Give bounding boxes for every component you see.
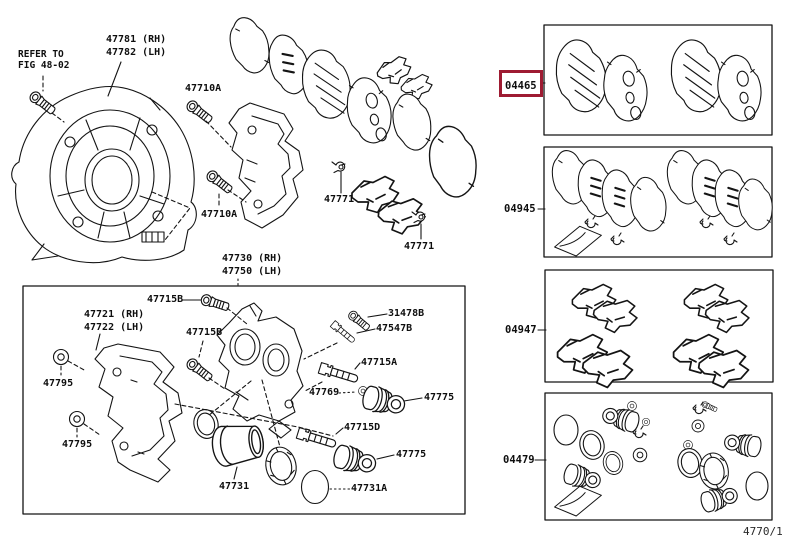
- refer-note-line2[interactable]: FIG 48-02: [18, 60, 70, 71]
- washer-47795-upper-drawing: [52, 348, 70, 366]
- part-label-47730-rh[interactable]: 47730 (RH): [222, 253, 283, 264]
- part-label-47722-lh[interactable]: 47722 (LH): [84, 322, 145, 333]
- kit-04947-contents-drawing: [556, 283, 753, 392]
- dashed-alignment-lines: [42, 75, 338, 448]
- refer-note-line1[interactable]: REFER TO: [18, 49, 64, 60]
- cylinder-boot-drawing: [261, 443, 301, 489]
- part-label-47771-left[interactable]: 47771: [324, 194, 355, 205]
- part-label-47775-upper[interactable]: 47775: [424, 392, 455, 403]
- pin-47547b-drawing: [329, 320, 357, 345]
- selected-kit-highlight-box[interactable]: 04465: [499, 70, 543, 97]
- caliper-assembly-box: [22, 285, 466, 515]
- boot-47775-lower-drawing: [330, 442, 379, 479]
- bolt-47710a-upper-drawing: [184, 98, 215, 126]
- page-figure-code: 4770/1: [743, 525, 783, 538]
- kit-box-04479: [544, 392, 773, 521]
- part-label-47547b[interactable]: 47547B: [376, 323, 413, 334]
- kit-box-04465: [543, 24, 773, 136]
- slide-pin-47715d-drawing: [295, 427, 338, 451]
- part-label-47731a[interactable]: 47731A: [351, 483, 388, 494]
- part-label-47781-rh[interactable]: 47781 (RH): [106, 34, 167, 45]
- part-label-47731[interactable]: 47731: [219, 481, 250, 492]
- part-label-47721-rh[interactable]: 47721 (RH): [84, 309, 145, 320]
- part-label-47775-lower[interactable]: 47775: [396, 449, 427, 460]
- bolt-47715b-1-drawing: [199, 292, 231, 314]
- part-label-47795-upper[interactable]: 47795: [43, 378, 74, 389]
- caliper-housing-drawing: [216, 302, 304, 439]
- part-label-47715b-1[interactable]: 47715B: [147, 294, 184, 305]
- bushing-31478b-drawing: [346, 308, 372, 333]
- part-label-47715a[interactable]: 47715A: [361, 357, 398, 368]
- part-label-47795-lower[interactable]: 47795: [62, 439, 93, 450]
- kit-box-04947: [544, 269, 774, 383]
- part-label-47750-lh[interactable]: 47750 (LH): [222, 266, 283, 277]
- part-label-47710a-lower[interactable]: 47710A: [201, 209, 238, 220]
- part-label-47769[interactable]: 47769: [309, 387, 340, 398]
- torque-plate-drawing: [94, 343, 183, 483]
- kit-label-04947[interactable]: 04947: [505, 324, 537, 336]
- kit-04465-contents-drawing: [548, 34, 767, 125]
- refer-bolt-drawing: [27, 89, 58, 117]
- kit-label-04465[interactable]: 04465: [505, 80, 537, 92]
- dust-shield-drawing: [11, 85, 197, 264]
- caliper-mounting-bracket-drawing: [228, 102, 304, 229]
- cap-47731a-drawing: [300, 469, 330, 505]
- part-label-47771-right[interactable]: 47771: [404, 241, 435, 252]
- part-label-31478b[interactable]: 31478B: [388, 308, 425, 319]
- part-label-47710a-upper[interactable]: 47710A: [185, 83, 222, 94]
- washer-47795-lower-drawing: [68, 410, 86, 428]
- part-label-47715b-2[interactable]: 47715B: [186, 327, 223, 338]
- dotted-leader-lines: [237, 278, 357, 490]
- pad-support-clip-drawing-left: [331, 161, 346, 174]
- part-label-47715d[interactable]: 47715D: [344, 422, 381, 433]
- leader-lines: [95, 61, 547, 480]
- piston-47731-drawing: [209, 420, 267, 469]
- boot-47775-upper-drawing: [359, 383, 408, 420]
- slide-pin-47715a-drawing: [317, 362, 360, 386]
- kit-label-04945[interactable]: 04945: [504, 203, 536, 215]
- kit-04479-contents-drawing: [553, 400, 769, 517]
- kit-04945-contents-drawing: [547, 146, 777, 257]
- kit-label-04479[interactable]: 04479: [503, 454, 535, 466]
- part-label-47782-lh[interactable]: 47782 (LH): [106, 47, 167, 58]
